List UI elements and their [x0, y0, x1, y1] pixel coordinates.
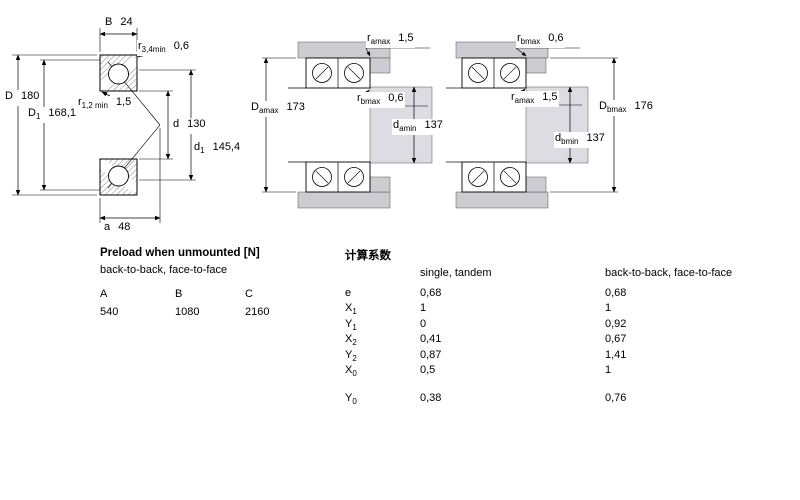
factors-table: single, tandem back-to-back, face-to-fac… [345, 267, 800, 408]
factor-value-back-to-back: 0,67 [605, 333, 627, 346]
bearing-section-figure [12, 28, 196, 223]
factor-value-single-tandem: 0,5 [420, 363, 436, 376]
factor-row-e: e 0,68 0,68 [345, 287, 800, 302]
factor-symbol: Y2 [345, 348, 357, 363]
factor-symbol: Y0 [345, 392, 357, 407]
preload-col-B: B [175, 288, 183, 300]
factors-row-spacer [345, 379, 800, 392]
factor-value-back-to-back: 1 [605, 302, 612, 315]
factor-value-back-to-back: 1,41 [605, 348, 627, 361]
factors-col-single-tandem: single, tandem [420, 267, 492, 279]
preload-value-B: 1080 [175, 306, 200, 318]
preload-col-A: A [100, 288, 108, 300]
factor-value-single-tandem: 0 [420, 317, 427, 330]
housing-bottom [297, 191, 391, 209]
factor-value-single-tandem: 0,87 [420, 348, 442, 361]
factor-row-Y0: Y0 0,38 0,76 [345, 392, 800, 407]
preload-table: A B C 540 1080 2160 [100, 288, 315, 324]
preload-value-row: 540 1080 2160 [100, 306, 315, 324]
factor-value-back-to-back: 1 [605, 363, 612, 376]
factors-col-back-to-back: back-to-back, face-to-face [605, 267, 733, 279]
ball-top [108, 63, 129, 85]
preload-col-C: C [245, 288, 253, 300]
preload-header-row: A B C [100, 288, 315, 306]
factor-value-back-to-back: 0,68 [605, 287, 627, 299]
factor-value-back-to-back: 0,92 [605, 317, 627, 330]
factor-symbol: X2 [345, 333, 357, 348]
housing-shoulder-top [369, 57, 391, 74]
ball-bottom [108, 165, 129, 187]
factor-symbol: e [345, 287, 352, 299]
factor-row-X0: X0 0,5 1 [345, 364, 800, 379]
preload-title: Preload when unmounted [N] [100, 247, 260, 259]
factor-value-single-tandem: 0,38 [420, 392, 442, 405]
factor-value-single-tandem: 0,41 [420, 333, 442, 346]
factor-row-X2: X2 0,41 0,67 [345, 333, 800, 348]
arrangement-figure-b [446, 41, 618, 209]
factor-value-single-tandem: 0,68 [420, 287, 442, 299]
factor-symbol: Y1 [345, 317, 357, 332]
factor-symbol: X1 [345, 302, 357, 317]
factor-symbol: X0 [345, 363, 357, 379]
preload-value-A: 540 [100, 306, 119, 318]
factor-row-Y1: Y1 0 0,92 [345, 318, 800, 333]
preload-subtitle: back-to-back, face-to-face [100, 264, 228, 276]
housing-bottom [455, 191, 549, 209]
factor-row-X1: X1 1 1 [345, 302, 800, 317]
housing-shoulder-top [525, 57, 547, 74]
factor-row-Y2: Y2 0,87 1,41 [345, 349, 800, 364]
preload-value-C: 2160 [245, 306, 270, 318]
factor-value-single-tandem: 1 [420, 302, 427, 315]
factor-value-back-to-back: 0,76 [605, 392, 627, 405]
factors-title: 计算系数 [345, 250, 391, 262]
factors-header-row: single, tandem back-to-back, face-to-fac… [345, 267, 800, 287]
housing-shoulder-bottom [369, 176, 391, 193]
housing-shoulder-bottom [525, 176, 547, 193]
